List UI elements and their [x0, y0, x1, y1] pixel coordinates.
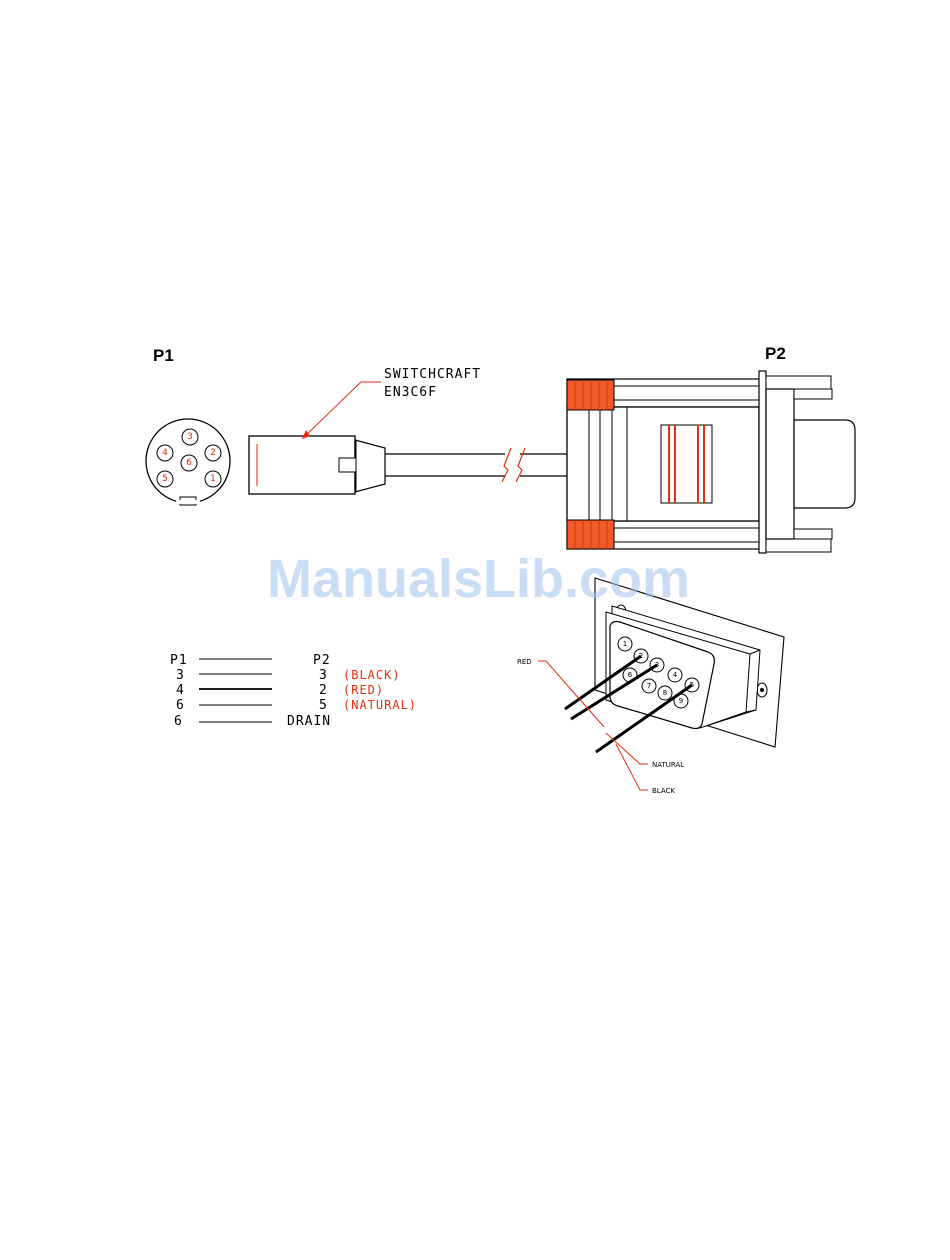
p1-pin: 5 [157, 471, 173, 487]
table-row: 4 2 (RED) [176, 683, 384, 698]
svg-text:4: 4 [673, 671, 678, 679]
svg-text:5: 5 [319, 698, 328, 713]
thumbscrew-knurl-icon [567, 520, 614, 549]
svg-text:6: 6 [174, 714, 183, 729]
svg-text:4: 4 [176, 683, 185, 698]
p1-connector-face: 3 4 6 2 5 1 [146, 419, 230, 505]
svg-text:1: 1 [210, 474, 216, 484]
callout-black: BLACK [652, 787, 675, 795]
wiring-table: P1 P2 3 3 (BLACK) 4 2 (RED) 6 5 (NATURAL… [170, 653, 417, 729]
callout-natural: NATURAL [652, 761, 684, 769]
cable-break-icon [502, 448, 525, 482]
p1-label: P1 [153, 346, 174, 365]
p1-pin: 1 [205, 471, 221, 487]
svg-text:6: 6 [176, 698, 185, 713]
svg-text:4: 4 [162, 448, 168, 458]
db9-pin: 4 [668, 668, 682, 682]
table-header-p2: P2 [313, 653, 331, 668]
svg-text:2: 2 [210, 448, 216, 458]
svg-text:9: 9 [679, 697, 683, 705]
p1-plug-body [249, 436, 385, 494]
db9-pin: 8 [658, 686, 672, 700]
p1-pin: 6 [181, 455, 197, 471]
watermark: ManualsLib.com [267, 549, 690, 609]
svg-text:(NATURAL): (NATURAL) [343, 698, 417, 712]
svg-text:3: 3 [176, 668, 185, 683]
svg-text:6: 6 [186, 458, 192, 468]
svg-text:5: 5 [162, 474, 168, 484]
thumbscrew-knurl-icon [567, 380, 614, 410]
svg-text:(BLACK): (BLACK) [343, 668, 401, 682]
p2-label: P2 [765, 344, 786, 363]
table-row: 3 3 (BLACK) [176, 668, 401, 683]
table-row: 6 DRAIN [174, 714, 331, 729]
p1-pin: 3 [182, 429, 198, 445]
part-callout-line2: EN3C6F [384, 385, 437, 400]
p1-pin: 2 [205, 445, 221, 461]
part-callout: SWITCHCRAFT EN3C6F [302, 367, 481, 439]
table-row: 6 5 (NATURAL) [176, 698, 417, 713]
svg-text:1: 1 [623, 640, 627, 648]
svg-text:3: 3 [187, 432, 193, 442]
svg-text:8: 8 [663, 689, 667, 697]
p1-pin: 4 [157, 445, 173, 461]
cable [385, 448, 567, 482]
svg-text:DRAIN: DRAIN [287, 714, 331, 729]
table-header-p1: P1 [170, 653, 188, 668]
db9-pin: 1 [618, 637, 632, 651]
svg-text:3: 3 [319, 668, 328, 683]
part-callout-line1: SWITCHCRAFT [384, 367, 481, 382]
label-window [661, 425, 712, 503]
p2-backshell [567, 371, 855, 553]
db9-pin: 7 [642, 679, 656, 693]
svg-text:6: 6 [628, 671, 633, 679]
svg-text:7: 7 [647, 682, 651, 690]
svg-text:2: 2 [319, 683, 328, 698]
svg-text:(RED): (RED) [343, 683, 384, 697]
callout-red: RED [517, 658, 532, 666]
mounting-hole-icon [757, 683, 767, 697]
